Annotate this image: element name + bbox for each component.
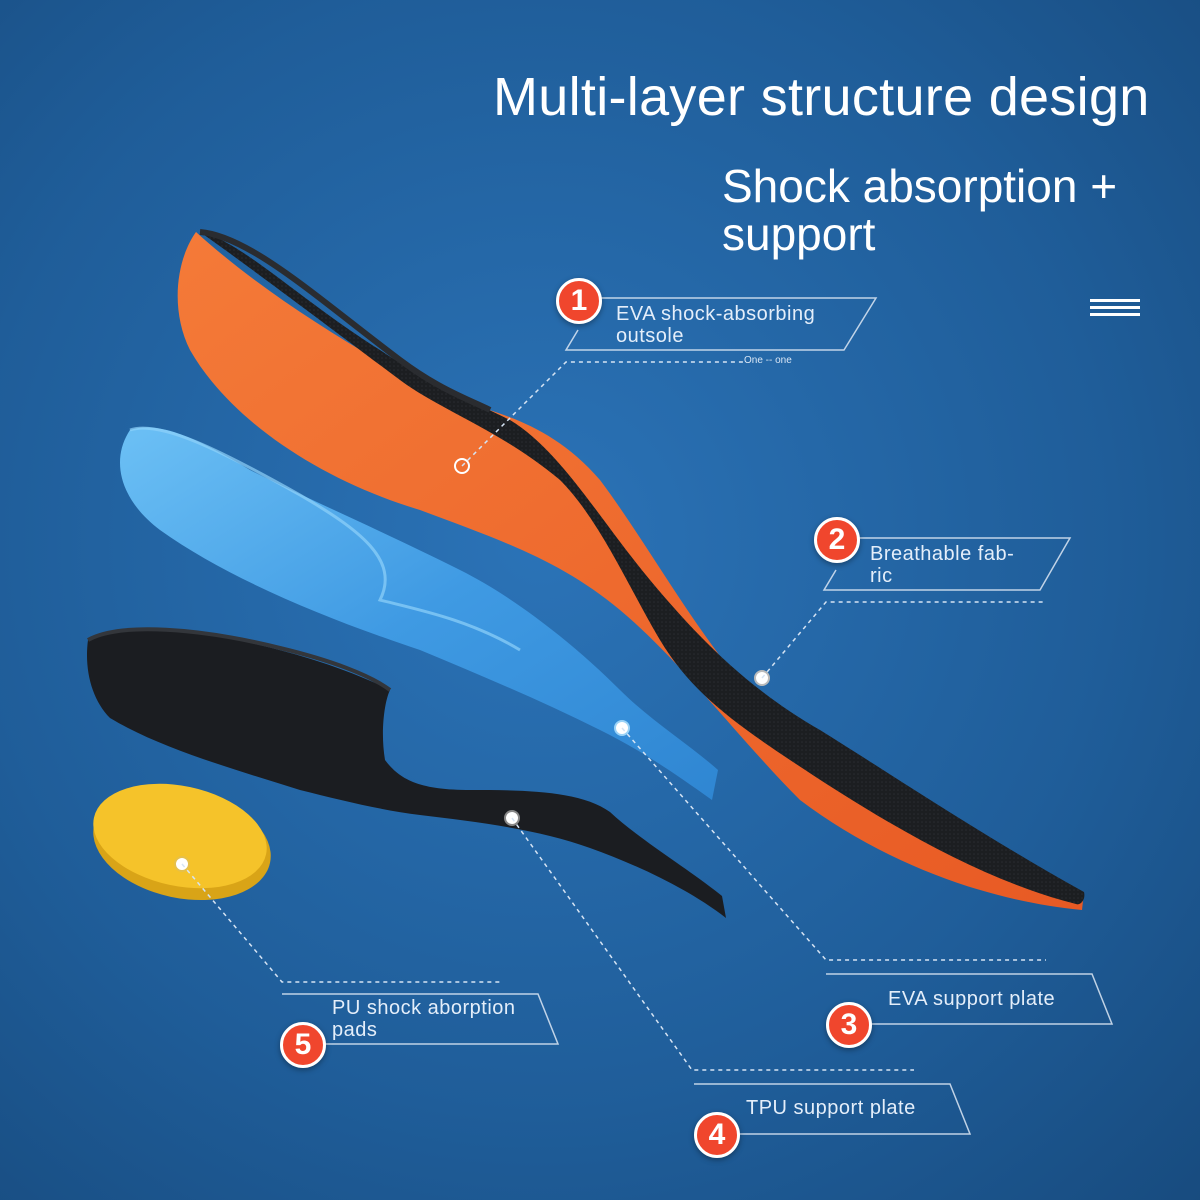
label-frame-3 [826,973,1114,1025]
label-eva-outsole: EVA shock-absorbing outsole [616,303,815,347]
leader-line-5 [181,863,502,983]
leader-line-1 [461,361,745,467]
label-breathable-fabric-line2: ric [870,565,893,587]
tpu-plate-top [87,627,392,692]
label-frames [282,297,1114,1135]
menu-lines-icon [1090,299,1140,321]
label-tpu-support-plate: TPU support plate [746,1097,916,1119]
label-frame-2 [822,537,1072,591]
label-eva-support-plate: EVA support plate [888,988,1056,1010]
tpu-support-plate-layer [86,628,726,918]
badge-3: 3 [826,1002,872,1048]
badge-1: 1 [556,278,602,324]
badge-2: 2 [814,517,860,563]
page-subtitle: Shock absorption + support [722,160,1118,260]
eva-support-plate-layer [120,427,718,800]
label-note: One -- one [744,355,792,366]
badge-4: 4 [694,1112,740,1158]
eva-plate-edge [129,426,521,652]
pu-shock-pad-layer [93,783,267,889]
page-title: Multi-layer structure design [493,67,1150,127]
label-frame-1 [564,297,878,351]
label-pu-shock-pads-line2: pads [332,1019,378,1041]
fabric-top-edge [199,229,492,413]
label-eva-outsole-line1: EVA shock-absorbing [616,303,816,325]
badge-5: 5 [280,1022,326,1068]
marker-dot-1 [454,458,470,474]
label-frame-4 [694,1083,972,1135]
leader-line-2 [761,601,1046,679]
leader-lines [181,361,1046,1071]
leader-line-4 [511,817,914,1071]
label-pu-shock-pads: PU shock aborption pads [332,997,516,1041]
label-breathable-fabric: Breathable fab- ric [870,543,1014,587]
label-pu-shock-pads-line1: PU shock aborption [332,997,516,1019]
label-frame-5 [282,993,560,1045]
label-breathable-fabric-line1: Breathable fab- [870,543,1015,565]
label-eva-outsole-line2: outsole [616,325,684,347]
